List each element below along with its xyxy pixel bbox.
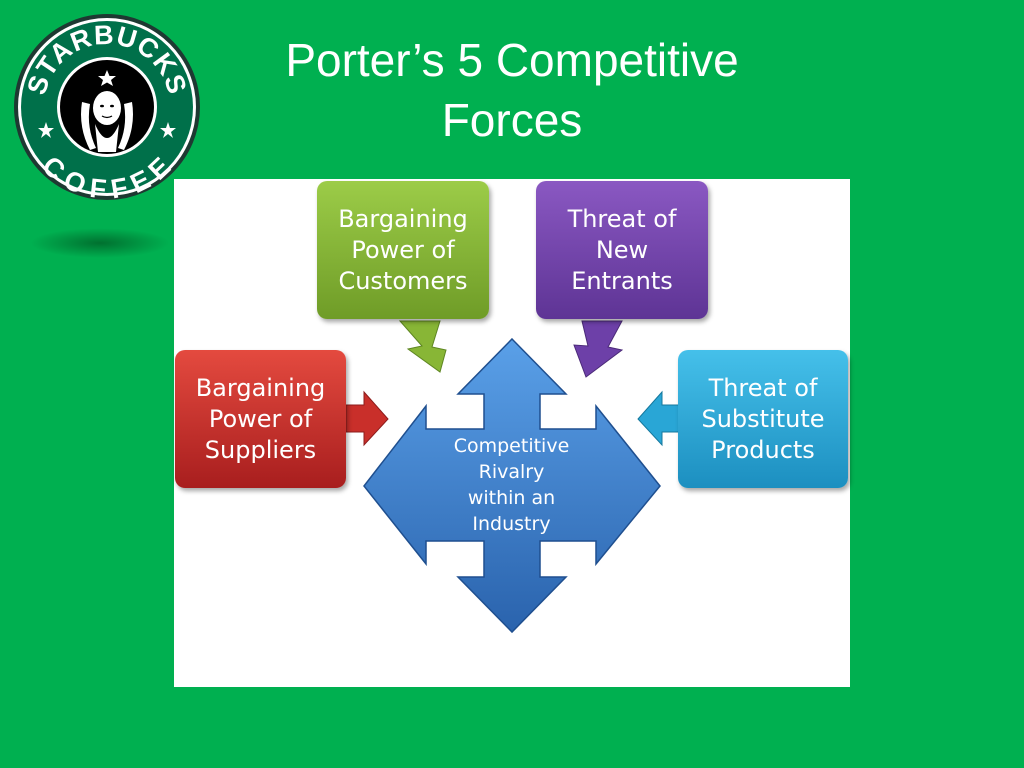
slide-title-line-1: Porter’s 5 Competitive [285,34,739,86]
bargaining-power-customers-box: Bargaining Power of Customers [317,181,489,319]
substitutes-label: Threat of Substitute Products [701,373,825,464]
logo-shadow [30,228,170,258]
customers-arrow [398,320,447,373]
bargaining-power-suppliers-box: Bargaining Power of Suppliers [175,350,346,488]
porter-diagram: Bargaining Power of Customers Threat of … [174,179,850,687]
suppliers-arrow [345,390,389,447]
suppliers-label: Bargaining Power of Suppliers [195,373,326,464]
substitutes-arrow [637,390,681,447]
diagram-graphics [345,320,681,634]
center-four-way-arrow [363,337,661,634]
star-icon [38,70,176,138]
new-entrants-label: Threat of New Entrants [567,204,677,295]
competitive-rivalry-label: Competitive Rivalry within an Industry [453,435,570,535]
starbucks-logo-graphic: STARBUCKS COFFEE [14,14,200,205]
slide-title-line-2: Forces [441,94,583,146]
slide-title: Porter’s 5 Competitive Forces [200,30,824,150]
customers-label: Bargaining Power of Customers [338,204,468,295]
starbucks-logo: STARBUCKS COFFEE [12,12,202,205]
threat-new-entrants-box: Threat of New Entrants [536,181,708,319]
threat-substitute-products-box: Threat of Substitute Products [678,350,848,488]
new-entrants-arrow [573,320,624,378]
siren-icon [81,91,133,152]
